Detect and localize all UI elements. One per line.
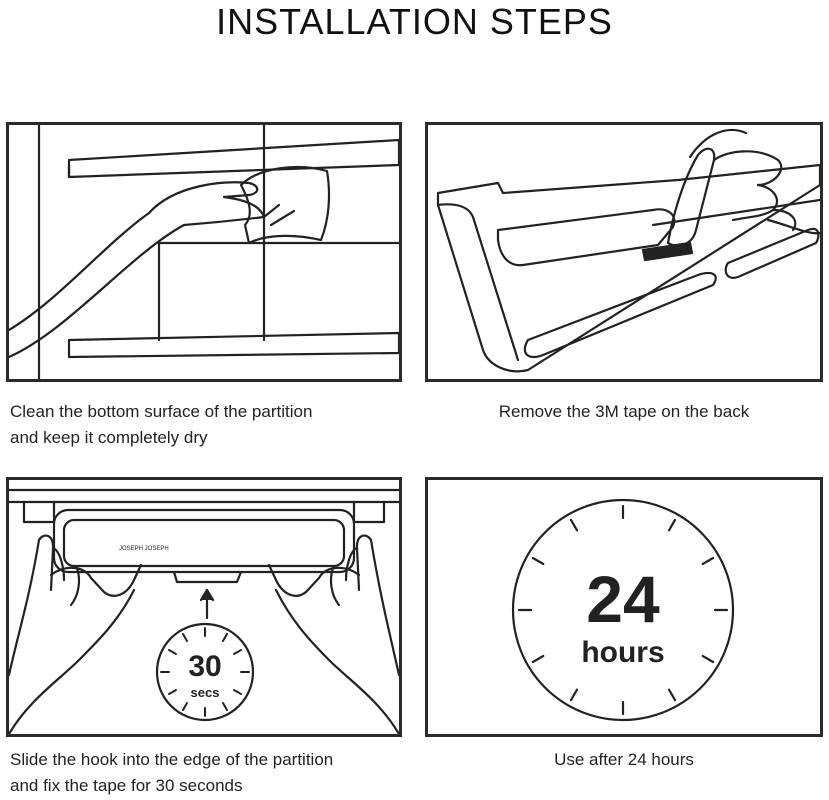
step-3-caption-line2: and fix the tape for 30 seconds	[10, 776, 243, 795]
step-3-caption: Slide the hook into the edge of the part…	[10, 747, 333, 799]
timer-unit: secs	[191, 685, 220, 700]
clock-tick	[531, 556, 545, 566]
clock-tick	[667, 688, 677, 702]
step-4-caption-line1: Use after 24 hours	[554, 750, 694, 769]
step-1-caption-line2: and keep it completely dry	[10, 428, 208, 447]
step-2-caption-line1: Remove the 3M tape on the back	[498, 402, 750, 421]
page-title: INSTALLATION STEPS	[216, 1, 613, 42]
clock-tick	[667, 518, 677, 532]
clock-tick	[569, 518, 579, 532]
clock-tick	[569, 688, 579, 702]
step-2-illustration	[425, 122, 823, 382]
step-3-caption-line1: Slide the hook into the edge of the part…	[10, 750, 334, 769]
clock-tick	[531, 654, 545, 664]
step-2-caption: Remove the 3M tape on the back	[425, 399, 823, 425]
clock-tick	[701, 654, 715, 664]
step-4-illustration: 24 hours	[425, 477, 823, 737]
step-1-caption-line1: Clean the bottom surface of the partitio…	[10, 402, 313, 421]
product-label: JOSEPH JOSEPH	[119, 546, 169, 552]
clock-tick	[701, 556, 715, 566]
step-1-caption: Clean the bottom surface of the partitio…	[10, 399, 312, 451]
clock-number: 24	[586, 562, 660, 636]
timer-number: 30	[188, 650, 221, 683]
clock-unit: hours	[581, 636, 664, 669]
step-4-caption: Use after 24 hours	[425, 747, 823, 773]
step-1-illustration	[6, 122, 402, 382]
step-3-illustration: 30 secs JOSEPH JOSEPH	[6, 477, 402, 737]
